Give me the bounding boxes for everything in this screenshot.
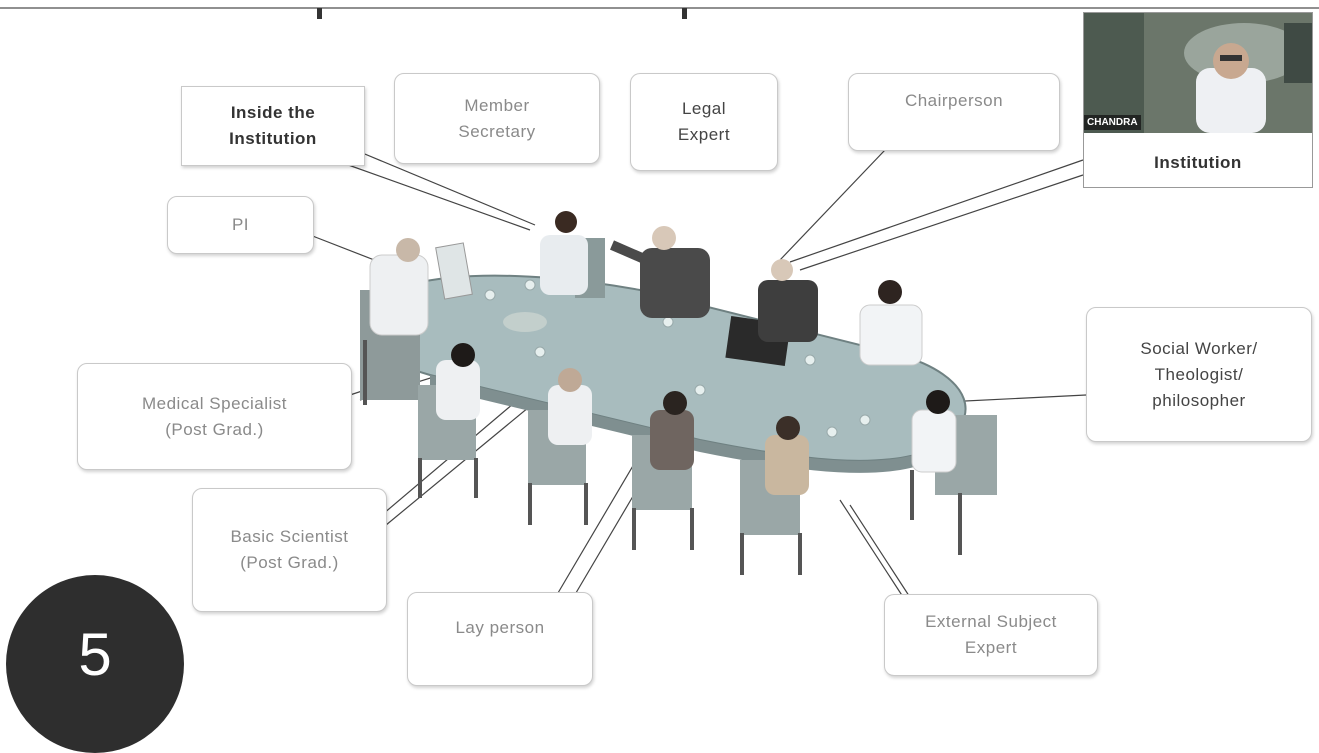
callout-legal-expert: Legal Expert (630, 73, 778, 171)
video-caption: Institution (1154, 153, 1242, 172)
video-feed: CHANDRA (1084, 13, 1312, 133)
callout-external-expert: External Subject Expert (884, 594, 1098, 676)
callout-lay-person: Lay person (407, 592, 593, 686)
top-tick-right (682, 8, 687, 19)
video-thumbnail[interactable]: CHANDRA Institution (1083, 12, 1313, 188)
callout-medical-specialist: Medical Specialist (Post Grad.) (77, 363, 352, 470)
callout-member-secretary: Member Secretary (394, 73, 600, 164)
callout-basic-scientist: Basic Scientist (Post Grad.) (192, 488, 387, 612)
committee-illustration (0, 7, 1319, 621)
callout-pi: PI (167, 196, 314, 254)
callout-inside-institution: Inside the Institution (181, 86, 365, 166)
front-row-people (418, 343, 997, 575)
slide-number: 5 (78, 620, 112, 688)
callout-chairperson: Chairperson (848, 73, 1060, 151)
video-name-tag: CHANDRA (1084, 115, 1141, 130)
pi-person (360, 238, 473, 405)
slide-number-badge: 5 (6, 575, 184, 753)
top-tick-left (317, 8, 322, 19)
back-row-people (540, 211, 923, 366)
callout-social-worker: Social Worker/ Theologist/ philosopher (1086, 307, 1312, 442)
